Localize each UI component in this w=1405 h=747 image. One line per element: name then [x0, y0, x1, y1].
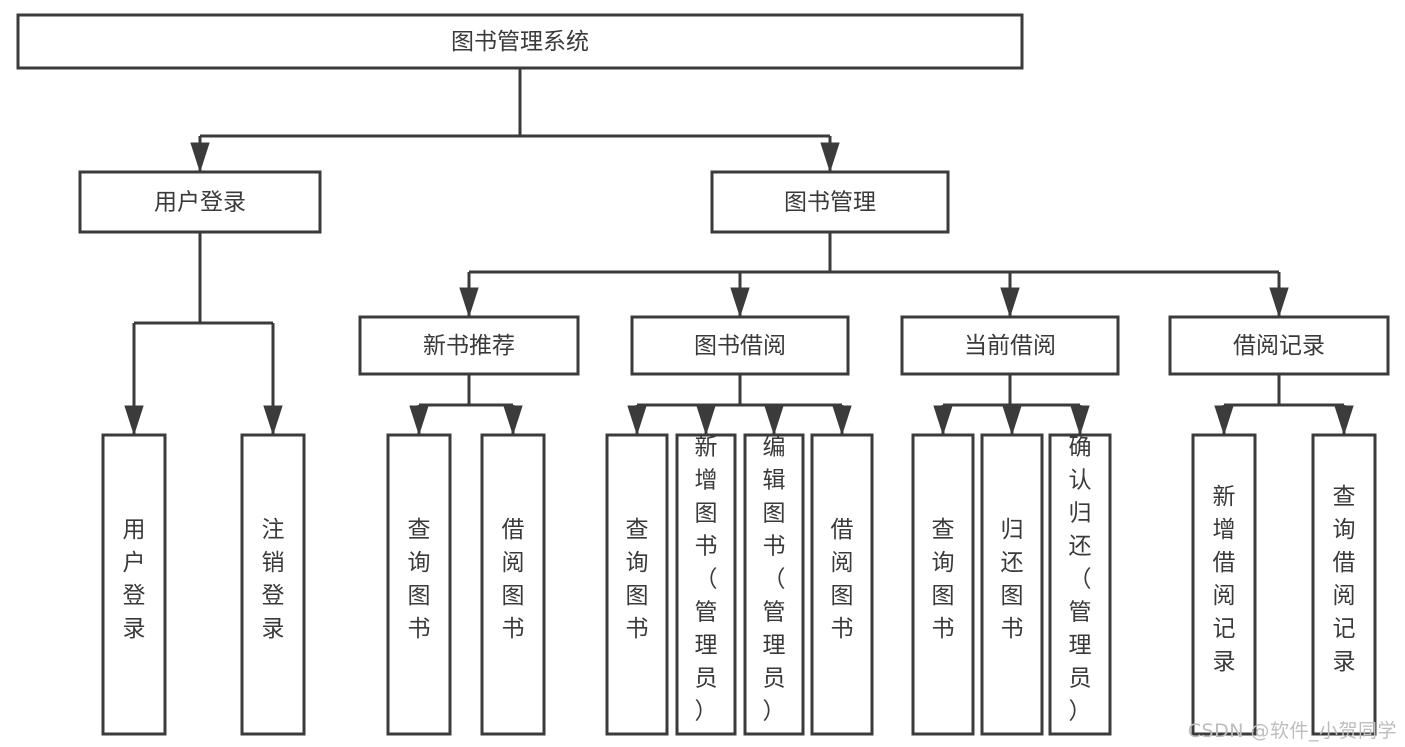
- new-book-recommend-to-leaves-arrow-1: [503, 405, 523, 436]
- leaf-leaf-add-book[interactable]: 新增图书（管理员）: [675, 433, 737, 736]
- leaf-leaf-query-record-label: 查询借阅记录: [1333, 484, 1356, 675]
- root-to-level2-arrow-0: [190, 142, 210, 173]
- node-new-book-recommend[interactable]: 新书推荐: [358, 315, 580, 376]
- node-book-borrow-label: 图书借阅: [694, 333, 786, 359]
- borrow-record-to-leaves-arrow-0: [1214, 405, 1234, 436]
- node-book-management[interactable]: 图书管理: [710, 170, 950, 234]
- root-node-book-management-system[interactable]: 图书管理系统: [16, 13, 1024, 70]
- leaf-leaf-borrow-book-1[interactable]: 借阅图书: [480, 433, 546, 736]
- current-borrow-to-leaves-arrow-1: [1002, 405, 1022, 436]
- connectors-layer: [124, 68, 1354, 436]
- node-user-login[interactable]: 用户登录: [78, 170, 322, 234]
- root-node-book-management-system-label: 图书管理系统: [451, 29, 589, 55]
- leaf-leaf-user-login[interactable]: 用户登录: [101, 433, 167, 736]
- user-login-to-leaves-arrow-1: [263, 405, 283, 436]
- leaf-leaf-confirm-return[interactable]: 确认归还（管理员）: [1048, 433, 1112, 736]
- leaf-leaf-edit-book-label: 编辑图书（管理员）: [763, 435, 786, 725]
- leaf-leaf-query-book-2-label: 查询图书: [626, 517, 649, 642]
- leaf-leaf-return-book-label: 归还图书: [1001, 517, 1024, 642]
- book-borrow-to-leaves-arrow-2: [764, 405, 784, 436]
- current-borrow-to-leaves-arrow-2: [1070, 405, 1090, 436]
- leaf-leaf-add-record[interactable]: 新增借阅记录: [1191, 433, 1257, 736]
- leaf-leaf-logout[interactable]: 注销登录: [240, 433, 306, 736]
- leaf-leaf-query-book-1[interactable]: 查询图书: [386, 433, 452, 736]
- book-borrow-to-leaves-arrow-0: [627, 405, 647, 436]
- leaf-leaf-user-login-label: 用户登录: [123, 517, 146, 642]
- leaf-leaf-query-book-1-label: 查询图书: [408, 517, 431, 642]
- leaf-leaf-query-book-3-label: 查询图书: [932, 517, 955, 642]
- node-current-borrow[interactable]: 当前借阅: [900, 315, 1120, 376]
- leaf-leaf-borrow-book-2[interactable]: 借阅图书: [810, 433, 874, 736]
- book-borrow-to-leaves-arrow-3: [832, 405, 852, 436]
- node-book-management-label: 图书管理: [784, 190, 876, 216]
- leaf-leaf-return-book[interactable]: 归还图书: [980, 433, 1044, 736]
- node-borrow-record-label: 借阅记录: [1233, 333, 1325, 359]
- csdn-watermark: CSDN @软件_小贺同学: [1187, 720, 1397, 742]
- node-borrow-record[interactable]: 借阅记录: [1168, 315, 1390, 376]
- current-borrow-to-leaves-arrow-0: [933, 405, 953, 436]
- user-login-to-leaves-arrow-0: [124, 405, 144, 436]
- node-current-borrow-label: 当前借阅: [964, 333, 1056, 359]
- node-user-login-label: 用户登录: [154, 190, 246, 216]
- leaf-leaf-add-book-label: 新增图书（管理员）: [695, 435, 718, 725]
- leaf-leaf-query-book-2[interactable]: 查询图书: [605, 433, 669, 736]
- leaf-leaf-edit-book[interactable]: 编辑图书（管理员）: [743, 433, 805, 736]
- leaf-leaf-add-record-label: 新增借阅记录: [1213, 484, 1236, 675]
- book-management-to-groups-arrow-3: [1269, 287, 1289, 318]
- nodes-layer: 图书管理系统用户登录图书管理用户登录注销登录新书推荐查询图书借阅图书图书借阅查询…: [16, 13, 1390, 736]
- leaf-leaf-query-book-3[interactable]: 查询图书: [911, 433, 975, 736]
- leaf-leaf-confirm-return-label: 确认归还（管理员）: [1069, 435, 1092, 725]
- book-borrow-to-leaves-arrow-1: [696, 405, 716, 436]
- leaf-leaf-logout-label: 注销登录: [262, 517, 285, 642]
- leaf-leaf-borrow-book-2-label: 借阅图书: [831, 517, 854, 642]
- leaf-leaf-query-record[interactable]: 查询借阅记录: [1311, 433, 1377, 736]
- root-to-level2-arrow-1: [820, 142, 840, 173]
- new-book-recommend-to-leaves-arrow-0: [409, 405, 429, 436]
- node-book-borrow[interactable]: 图书借阅: [630, 315, 850, 376]
- book-management-to-groups-arrow-0: [459, 287, 479, 318]
- leaf-leaf-borrow-book-1-label: 借阅图书: [502, 517, 525, 642]
- node-new-book-recommend-label: 新书推荐: [423, 333, 515, 359]
- borrow-record-to-leaves-arrow-1: [1334, 405, 1354, 436]
- book-management-to-groups-arrow-1: [730, 287, 750, 318]
- book-management-to-groups-arrow-2: [1000, 287, 1020, 318]
